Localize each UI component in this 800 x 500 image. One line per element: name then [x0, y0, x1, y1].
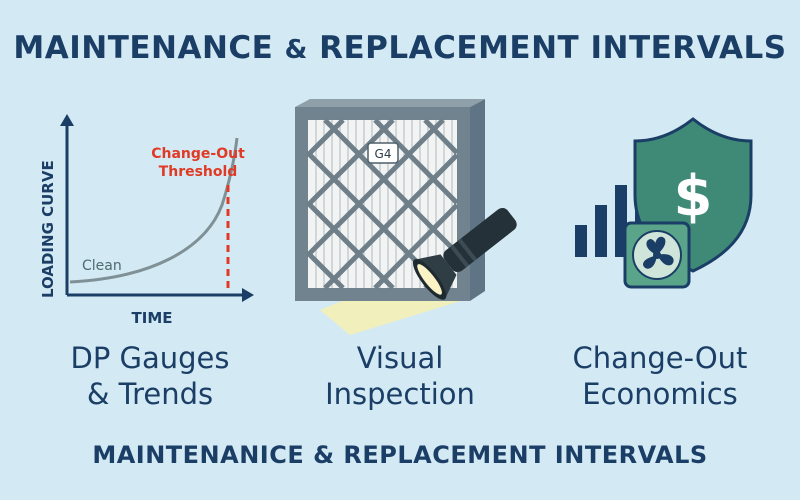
y-axis-label: LOADING CURVE	[39, 160, 57, 298]
filter-flashlight-icon: G4	[295, 99, 517, 335]
filter-grade-label: G4	[375, 147, 392, 161]
title-rest: REPLACEMENT INTERVALS	[319, 30, 787, 66]
caption-change-out-economics-line1: Change-Out	[572, 341, 748, 375]
caption-visual-inspection-line1: Visual	[356, 341, 444, 375]
line-chart-icon: Change-Out Threshold Clean LOADING CURVE…	[39, 114, 254, 327]
footer-title: MAINTENANICE & REPLACEMENT INTERVALS	[92, 441, 708, 469]
caption-dp-gauges-line1: DP Gauges	[70, 341, 230, 375]
threshold-label-1: Change-Out	[151, 146, 245, 162]
loading-curve-panel: Change-Out Threshold Clean LOADING CURVE…	[30, 110, 270, 330]
economics-panel: $	[565, 115, 765, 305]
title-ampersand: &	[284, 35, 308, 65]
shield-dollar-fan-icon: $	[575, 117, 753, 289]
caption-dp-gauges-line2: & Trends	[86, 377, 214, 411]
dollar-icon: $	[674, 164, 713, 229]
loading-curve-line	[69, 137, 239, 284]
threshold-label-2: Threshold	[159, 164, 238, 180]
page-title: MAINTENANCE & REPLACEMENT INTERVALS	[0, 30, 800, 66]
x-axis-label: TIME	[132, 309, 173, 327]
filter-panel: G4	[280, 95, 540, 335]
caption-visual-inspection: Visual Inspection	[285, 340, 515, 412]
caption-change-out-economics: Change-Out Economics	[540, 340, 780, 412]
flashlight-icon	[412, 207, 517, 300]
caption-change-out-economics-line2: Economics	[582, 377, 738, 411]
filter-grid	[306, 118, 459, 290]
x-axis-arrow	[242, 288, 254, 302]
filter-grade-badge	[367, 142, 399, 164]
filter-frame-top	[295, 99, 485, 107]
filter-frame-side	[470, 99, 485, 301]
clean-label: Clean	[82, 258, 122, 274]
y-axis-arrow	[60, 114, 74, 126]
caption-visual-inspection-line2: Inspection	[325, 377, 475, 411]
fan-blades-icon	[643, 236, 674, 269]
title-main: MAINTENANCE	[13, 30, 274, 66]
caption-dp-gauges: DP Gauges & Trends	[30, 340, 270, 412]
